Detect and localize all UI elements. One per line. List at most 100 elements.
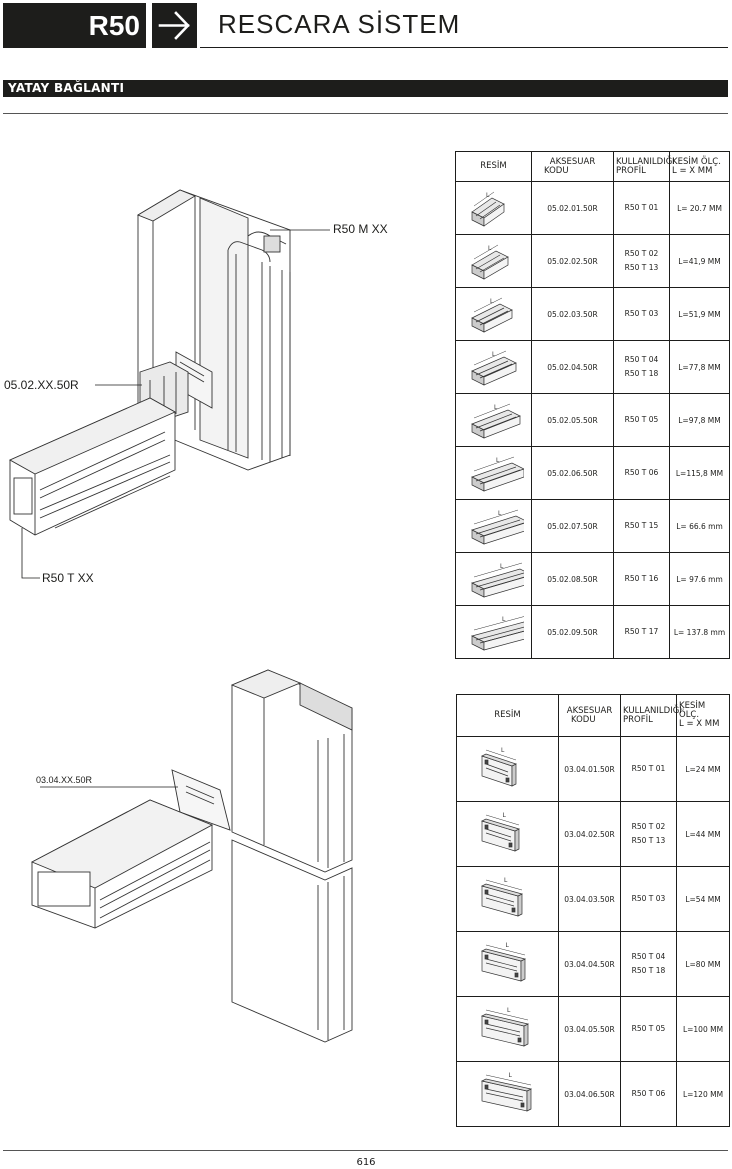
- svg-text:L: L: [502, 812, 506, 819]
- page-number: 616: [356, 1157, 376, 1168]
- arrow-right-icon: [152, 3, 197, 48]
- cut-length: L= 66.6 mm: [669, 499, 730, 553]
- profile-cell: R50 T 03: [613, 287, 670, 341]
- accessory-image: L: [455, 605, 532, 659]
- cut-length: L=54 MM: [676, 866, 730, 932]
- accessory-code: 03.04.05.50R: [558, 996, 621, 1062]
- profile-name: R50 T 17: [624, 627, 659, 636]
- col-image: RESİM: [455, 151, 532, 182]
- profile-name: R50 T 05: [624, 415, 659, 424]
- profile-name: R50 T 01: [624, 203, 659, 212]
- accessory-image: L: [456, 1061, 559, 1127]
- profile-cell: R50 T 01: [620, 736, 677, 802]
- accessory-code: 03.04.06.50R: [558, 1061, 621, 1127]
- profile-cell: R50 T 01: [613, 181, 670, 235]
- profile-name: R50 T 16: [624, 574, 659, 583]
- label-connector: 05.02.XX.50R: [4, 378, 79, 392]
- accessory-code: 03.04.03.50R: [558, 866, 621, 932]
- svg-text:L: L: [501, 747, 505, 754]
- profile-name: R50 T 06: [631, 1089, 666, 1098]
- accessory-image: L: [455, 499, 532, 553]
- profile-name: R50 T 01: [631, 764, 666, 773]
- table-row: L 05.02.03.50R R50 T 03 L=51,9 MM: [455, 287, 730, 341]
- accessory-code: 05.02.08.50R: [531, 552, 614, 606]
- header-rule: [200, 47, 728, 48]
- accessory-code: 05.02.01.50R: [531, 181, 614, 235]
- col-cut: KESİM ÖLÇ.L = X MM: [669, 151, 730, 182]
- accessory-code: 05.02.03.50R: [531, 287, 614, 341]
- accessory-code: 05.02.05.50R: [531, 393, 614, 447]
- accessory-image: L: [456, 866, 559, 932]
- svg-text:L: L: [494, 404, 498, 411]
- profile-cell: R50 T 06: [620, 1061, 677, 1127]
- accessory-code: 05.02.06.50R: [531, 446, 614, 500]
- profile-cell: R50 T 17: [613, 605, 670, 659]
- profile-name: R50 T 03: [624, 309, 659, 318]
- accessory-image: L: [455, 446, 532, 500]
- accessory-code: 03.04.01.50R: [558, 736, 621, 802]
- profile-cell: R50 T 05: [613, 393, 670, 447]
- label-transom: R50 T XX: [42, 571, 94, 585]
- col-cut: KESİM ÖLÇ.L = X MM: [676, 694, 730, 737]
- cut-length: L=100 MM: [676, 996, 730, 1062]
- accessory-code: 05.02.07.50R: [531, 499, 614, 553]
- cut-length: L=51,9 MM: [669, 287, 730, 341]
- accessory-image: L: [455, 340, 532, 394]
- svg-text:L: L: [498, 510, 502, 517]
- footer-rule: [3, 1150, 728, 1151]
- section-title: YATAY BAĞLANTI: [3, 80, 728, 97]
- svg-text:L: L: [496, 457, 500, 464]
- accessory-code: 03.04.04.50R: [558, 931, 621, 997]
- cut-length: L=97,8 MM: [669, 393, 730, 447]
- cut-length: L=80 MM: [676, 931, 730, 997]
- cut-length: L=41,9 MM: [669, 234, 730, 288]
- cut-length: L= 137.8 mm: [669, 605, 730, 659]
- accessory-image: L: [455, 287, 532, 341]
- page-title: RESCARA SİSTEM: [218, 9, 461, 39]
- cut-length: L=77,8 MM: [669, 340, 730, 394]
- bottom-assembly-drawing: [30, 669, 353, 1043]
- accessory-code: 03.04.02.50R: [558, 801, 621, 867]
- profile-cell: R50 T 02 R50 T 13: [620, 801, 677, 867]
- table-row: L 05.02.05.50R R50 T 05 L=97,8 MM: [455, 393, 730, 447]
- accessory-image: L: [456, 996, 559, 1062]
- svg-text:L: L: [500, 563, 504, 570]
- label-mullion: R50 M XX: [333, 222, 388, 236]
- profile-name: R50 T 13: [624, 263, 659, 272]
- profile-name: R50 T 02: [631, 822, 666, 831]
- profile-cell: R50 T 05: [620, 996, 677, 1062]
- profile-name: R50 T 04: [624, 355, 659, 364]
- svg-text:L: L: [507, 1007, 511, 1014]
- divider: [3, 113, 728, 114]
- profile-cell: R50 T 15: [613, 499, 670, 553]
- svg-text:L: L: [490, 298, 494, 305]
- profile-name: R50 T 18: [631, 966, 666, 975]
- cut-length: L=24 MM: [676, 736, 730, 802]
- accessory-image: L: [455, 393, 532, 447]
- label-cap: 03.04.XX.50R: [36, 775, 93, 785]
- profile-name: R50 T 13: [631, 836, 666, 845]
- top-assembly-drawing: [8, 189, 330, 579]
- svg-text:L: L: [505, 942, 509, 949]
- accessory-image: L: [455, 234, 532, 288]
- accessory-code: 05.02.02.50R: [531, 234, 614, 288]
- col-image: RESİM: [456, 694, 559, 737]
- profile-cell: R50 T 16: [613, 552, 670, 606]
- profile-name: R50 T 05: [631, 1024, 666, 1033]
- cut-length: L=120 MM: [676, 1061, 730, 1127]
- cut-length: L=115,8 MM: [669, 446, 730, 500]
- series-code: R50: [3, 3, 146, 48]
- accessory-image: L: [456, 736, 559, 802]
